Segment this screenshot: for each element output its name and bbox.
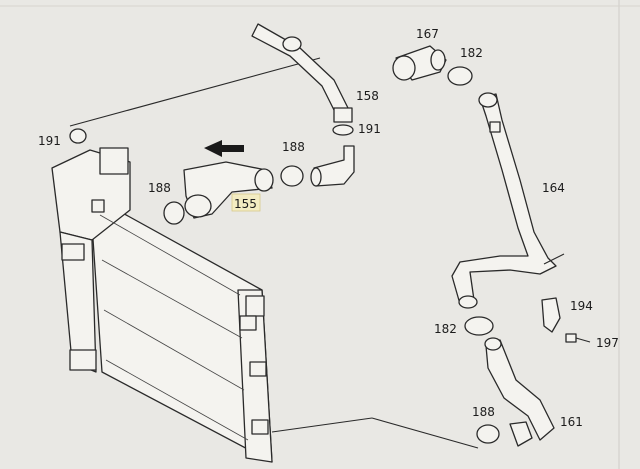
hose-158 bbox=[251, 23, 353, 123]
label-highlight bbox=[231, 193, 261, 212]
clamp-182-lower bbox=[464, 316, 494, 336]
leader-line bbox=[371, 417, 479, 449]
clamp-191-left bbox=[69, 128, 87, 144]
label-161: 161 bbox=[560, 415, 583, 429]
clamp-191-upper bbox=[332, 124, 354, 136]
label-191-upper: 191 bbox=[358, 122, 381, 136]
hose-164 bbox=[451, 92, 557, 309]
clamp-182-upper bbox=[447, 66, 473, 86]
label-182-lower: 182 bbox=[434, 322, 457, 336]
label-188-left: 188 bbox=[148, 181, 171, 195]
clamp-188-lower bbox=[476, 424, 500, 444]
label-191-left: 191 bbox=[38, 134, 61, 148]
bolt-197 bbox=[565, 333, 591, 343]
clamp-188-center bbox=[280, 165, 304, 187]
label-167: 167 bbox=[416, 27, 439, 41]
label-188-lower: 188 bbox=[472, 405, 495, 419]
label-164: 164 bbox=[542, 181, 565, 195]
label-158: 158 bbox=[356, 89, 379, 103]
leader-line bbox=[543, 253, 565, 265]
label-182-upper: 182 bbox=[460, 46, 483, 60]
hose-161 bbox=[484, 337, 555, 441]
connector-161 bbox=[509, 421, 533, 447]
label-194: 194 bbox=[570, 299, 593, 313]
leader-line bbox=[271, 417, 373, 433]
bracket-194 bbox=[541, 297, 561, 333]
label-188-center: 188 bbox=[282, 140, 305, 154]
clamp-188-left bbox=[163, 201, 185, 225]
elbow-connector bbox=[310, 145, 355, 187]
leader-line bbox=[69, 57, 321, 127]
label-155: 155 bbox=[234, 197, 257, 211]
hose-155 bbox=[183, 161, 274, 219]
radiator bbox=[51, 147, 273, 463]
elbow-167 bbox=[392, 45, 447, 81]
arrow-left-icon bbox=[204, 140, 244, 157]
label-197: 197 bbox=[596, 336, 619, 350]
